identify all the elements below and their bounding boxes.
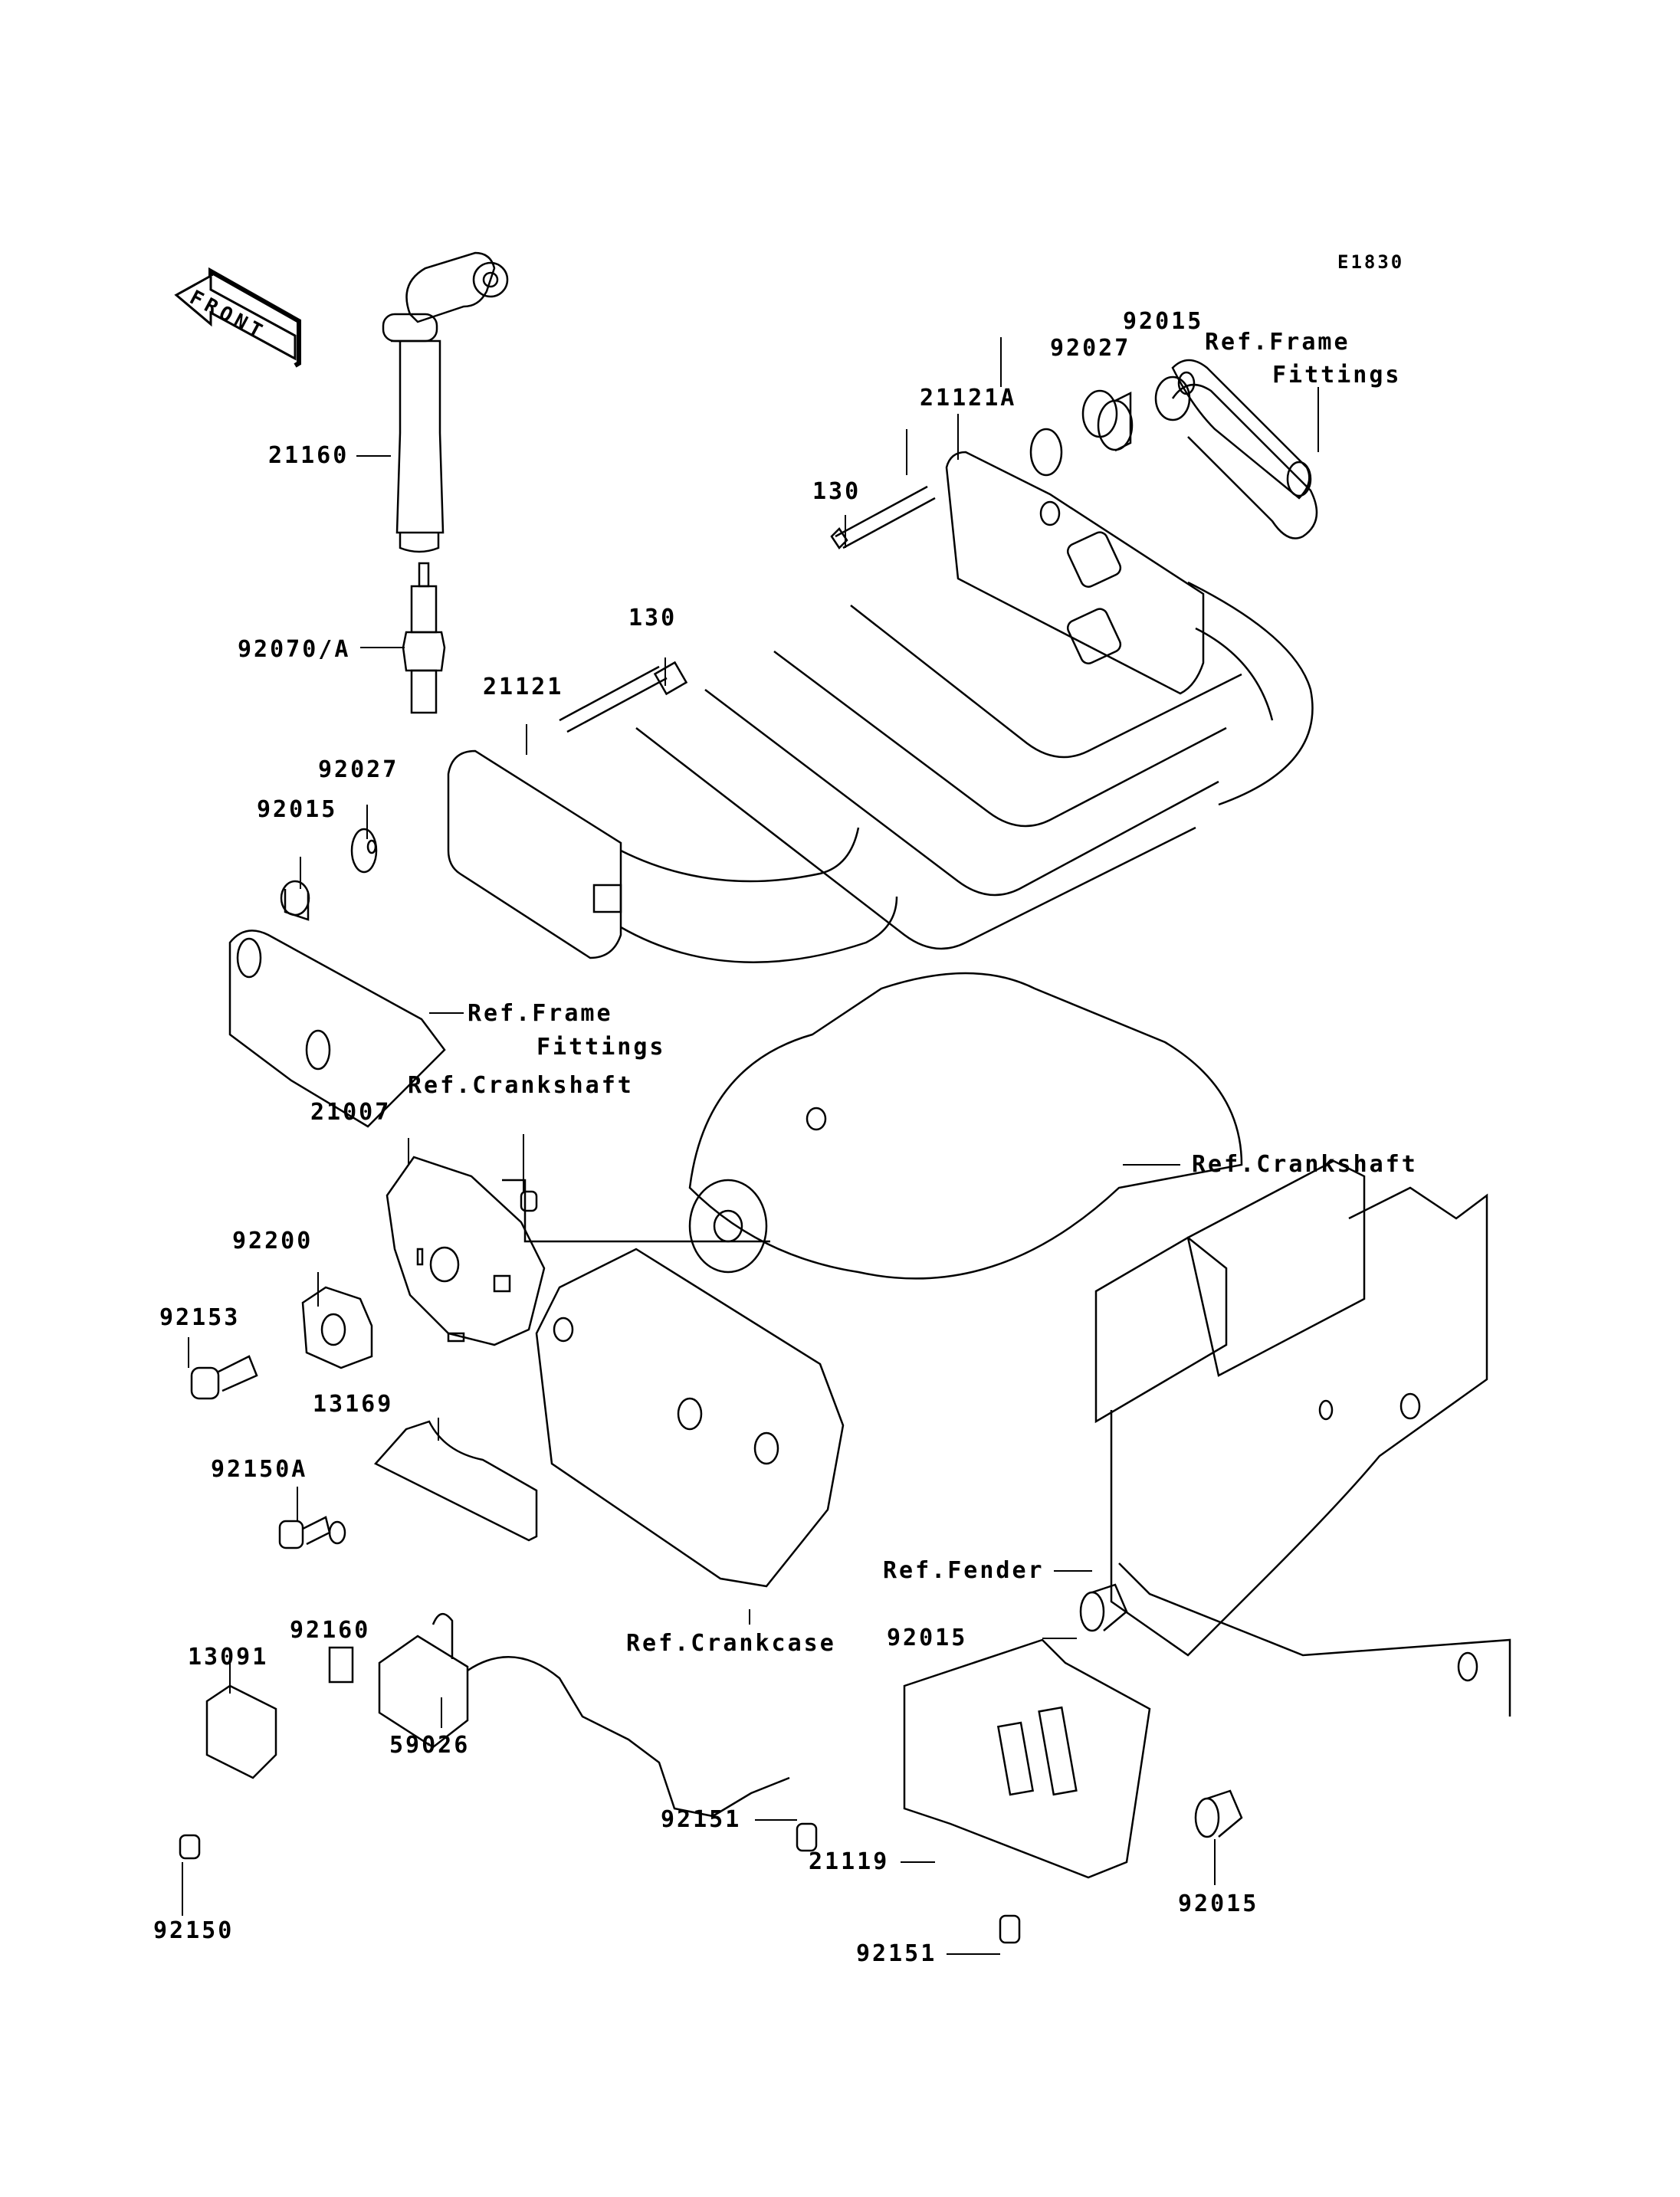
part-label-92015-right-lower[interactable]: 92015 <box>1178 1890 1259 1917</box>
part-label-92027-lower[interactable]: 92027 <box>318 756 399 783</box>
part-label-59026[interactable]: 59026 <box>389 1732 471 1759</box>
part-label-92151-lower[interactable]: 92151 <box>856 1940 937 1967</box>
part-label-92015-right-upper[interactable]: 92015 <box>887 1625 968 1651</box>
part-label-92015-lower[interactable]: 92015 <box>257 796 338 823</box>
figure-id: E1830 <box>1337 251 1405 273</box>
rotor-nut-and-bolt <box>190 1286 373 1400</box>
part-label-21119[interactable]: 21119 <box>809 1848 890 1875</box>
ref-frame-fittings-left-line1: Ref.Frame <box>468 1000 613 1027</box>
part-label-92160[interactable]: 92160 <box>290 1617 371 1644</box>
right-collars <box>1079 1583 1243 1838</box>
part-label-92200[interactable]: 92200 <box>232 1228 313 1254</box>
part-label-21121[interactable]: 21121 <box>483 674 564 700</box>
part-label-92153[interactable]: 92153 <box>159 1304 241 1331</box>
ic-igniter <box>796 1638 1151 1944</box>
leader-lines <box>182 337 1319 1955</box>
part-label-92070A[interactable]: 92070/A <box>238 636 351 663</box>
spark-plug <box>402 562 446 714</box>
part-label-92150[interactable]: 92150 <box>153 1917 235 1944</box>
part-label-92151-upper[interactable]: 92151 <box>661 1806 742 1833</box>
frame-bracket-right <box>1081 359 1312 500</box>
spark-plug-cap <box>382 251 509 553</box>
ignition-coil-upper <box>830 375 1318 695</box>
part-label-13169[interactable]: 13169 <box>313 1391 394 1418</box>
part-label-21007[interactable]: 21007 <box>310 1099 392 1126</box>
cover-plate <box>278 1420 538 1549</box>
part-label-130-lower[interactable]: 130 <box>628 605 678 631</box>
ignition-coil-lower <box>447 661 898 963</box>
part-label-92150A[interactable]: 92150A <box>211 1456 308 1483</box>
front-arrow-icon <box>174 267 301 368</box>
left-collars <box>280 828 378 921</box>
part-label-130-upper[interactable]: 130 <box>812 478 861 505</box>
part-label-92027-upper[interactable]: 92027 <box>1050 335 1131 362</box>
ref-crankcase: Ref.Crankcase <box>626 1630 836 1657</box>
part-label-21160[interactable]: 21160 <box>268 442 349 469</box>
part-label-21121A[interactable]: 21121A <box>920 385 1017 412</box>
part-label-92015-upper[interactable]: 92015 <box>1123 308 1204 335</box>
ref-fender: Ref.Fender <box>883 1557 1045 1584</box>
ignition-lead-wires <box>635 581 1314 950</box>
frame-bracket-left <box>228 930 446 1128</box>
timing-rotor <box>386 1156 546 1346</box>
ref-frame-fittings-top-line1: Ref.Frame <box>1205 329 1350 356</box>
part-label-13091[interactable]: 13091 <box>188 1644 269 1671</box>
ref-frame-fittings-top-line2: Fittings <box>1272 362 1402 389</box>
ref-frame-fittings-left-line2: Fittings <box>536 1034 666 1061</box>
crankshaft <box>502 972 1243 1280</box>
ref-crankshaft-right: Ref.Crankshaft <box>1192 1151 1418 1178</box>
crankcase-cover <box>535 1248 845 1588</box>
ref-crankshaft-left: Ref.Crankshaft <box>408 1072 634 1099</box>
fender <box>1094 1159 1511 1717</box>
